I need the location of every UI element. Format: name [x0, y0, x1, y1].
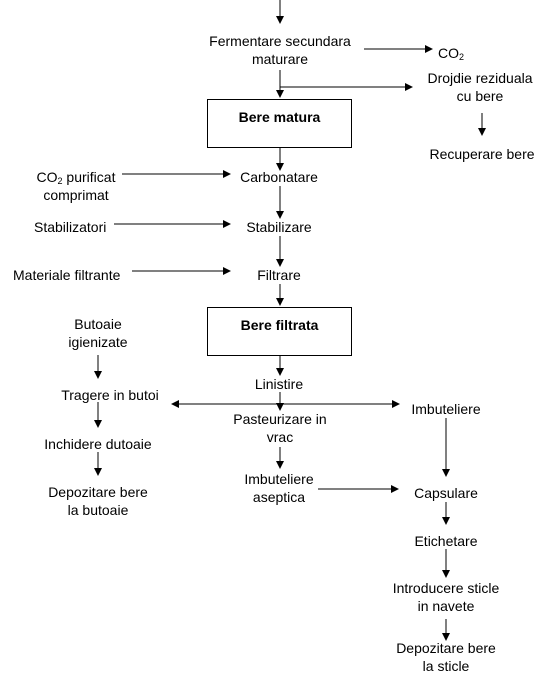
node-drojdie: Drojdie reziduala cu bere: [405, 69, 555, 105]
node-introducere: Introducere sticle in navete: [376, 579, 516, 615]
co2-purificat-line1: CO2 purificat: [14, 168, 138, 186]
node-depozitare-butoaie: Depozitare bere la butoaie: [33, 483, 163, 519]
node-bere-matura: Bere matura: [207, 99, 352, 148]
node-butoaie: Butoaie igienizate: [48, 315, 148, 351]
node-depozitare-sticle: Depozitare bere la sticle: [381, 639, 511, 675]
node-depozitare-butoaie-line1: Depozitare bere: [48, 484, 148, 500]
co2-purificat-sub: 2: [57, 176, 63, 186]
node-linistire: Linistire: [254, 376, 304, 392]
co2-out-text: CO: [438, 45, 459, 61]
node-fermentare: Fermentare secundara maturare: [180, 32, 380, 68]
node-stabilizare: Stabilizare: [246, 219, 312, 235]
node-depozitare-sticle-line1: Depozitare bere: [396, 640, 496, 656]
node-materiale: Materiale filtrante: [13, 267, 121, 283]
node-recuperare: Recuperare bere: [429, 146, 535, 162]
node-introducere-line2: in navete: [417, 598, 475, 614]
node-bere-filtrata: Bere filtrata: [207, 307, 352, 356]
node-filtrare: Filtrare: [257, 267, 301, 283]
node-carbonatare: Carbonatare: [240, 169, 318, 185]
node-pasteurizare-line2: vrac: [266, 429, 294, 445]
node-imbuteliere: Imbuteliere: [411, 401, 481, 417]
node-inchidere: Inchidere dutoaie: [44, 436, 152, 452]
bere-filtrata-label: Bere filtrata: [240, 316, 319, 333]
node-fermentare-line2: maturare: [251, 51, 309, 67]
node-imbuteliere-aseptica: Imbuteliere aseptica: [219, 470, 339, 506]
co2-purificat-line2: comprimat: [43, 187, 109, 203]
node-aseptica-line2: aseptica: [252, 489, 306, 505]
node-fermentare-line1: Fermentare secundara: [209, 33, 351, 49]
node-butoaie-line1: Butoaie: [74, 316, 122, 332]
node-depozitare-sticle-line2: la sticle: [422, 658, 470, 674]
node-tragere: Tragere in butoi: [61, 387, 159, 403]
node-introducere-line1: Introducere sticle: [392, 580, 500, 596]
node-butoaie-line2: igienizate: [68, 334, 128, 350]
node-pasteurizare: Pasteurizare in vrac: [210, 410, 350, 446]
node-drojdie-line1: Drojdie reziduala: [427, 70, 533, 86]
node-etichetare: Etichetare: [414, 533, 478, 549]
node-depozitare-butoaie-line2: la butoaie: [67, 502, 129, 518]
co2-out-sub: 2: [459, 52, 465, 62]
bere-matura-label: Bere matura: [238, 108, 321, 125]
co2-purificat-text: CO: [36, 169, 58, 185]
node-pasteurizare-line1: Pasteurizare in: [233, 411, 327, 427]
node-drojdie-line2: cu bere: [456, 88, 504, 104]
node-capsulare: Capsulare: [414, 485, 478, 501]
co2-purificat-text-b: purificat: [62, 169, 116, 185]
node-co2-out: CO2: [438, 44, 464, 62]
node-aseptica-line1: Imbuteliere: [244, 471, 314, 487]
node-co2-purificat: CO2 purificat comprimat: [14, 168, 138, 204]
node-stabilizatori: Stabilizatori: [34, 219, 107, 235]
